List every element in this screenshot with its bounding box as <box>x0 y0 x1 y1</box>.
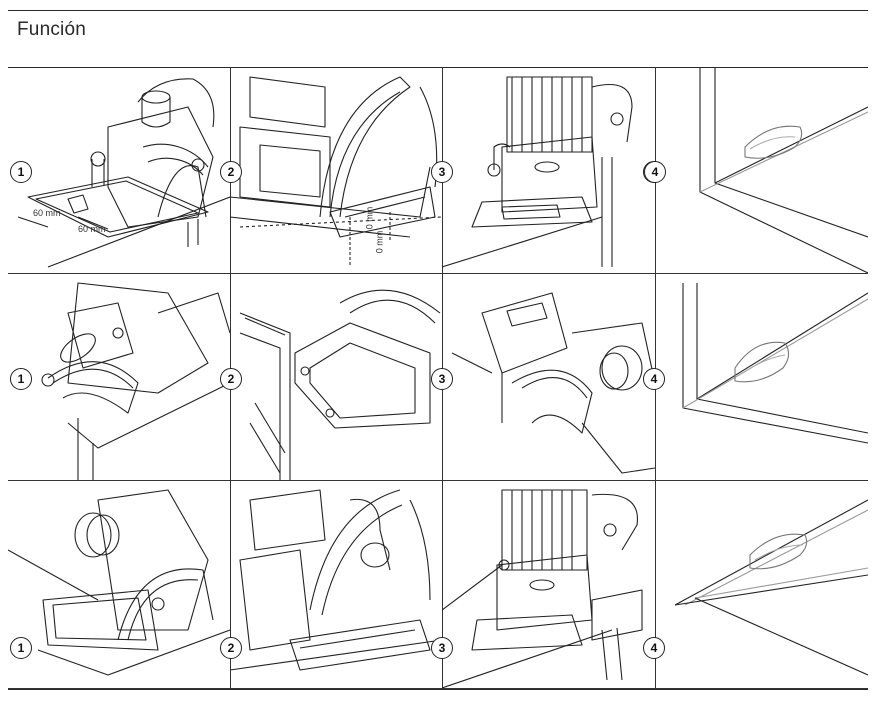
dimension-label: 60 mm <box>78 224 106 234</box>
grid-divider <box>8 688 868 689</box>
bottom-rule <box>8 689 868 690</box>
illustration-r3-c1: 1 2 <box>8 480 242 688</box>
grid-divider <box>8 480 868 481</box>
step-badge: 2 <box>220 161 242 183</box>
top-rule <box>8 10 868 11</box>
step-badge: 4 <box>643 368 665 390</box>
step-badge: 4 <box>644 161 666 183</box>
illustration-r3-c4 <box>655 480 868 688</box>
step-badge: 2 <box>220 637 242 659</box>
step-badge: 3 <box>431 637 453 659</box>
step-badge: 3 <box>431 161 453 183</box>
dimension-label: 0 mm <box>364 206 375 230</box>
illustration-r2-c2: 3 <box>230 273 453 480</box>
illustration-r3-c3: 4 <box>442 480 665 688</box>
page-title: Función <box>17 19 86 40</box>
header-rule <box>8 67 868 68</box>
illustration-r1-c4: 4 <box>644 67 868 273</box>
step-badge: 1 <box>10 368 32 390</box>
illustration-r1-c3: 4 <box>442 67 665 273</box>
step-badge: 1 <box>10 637 32 659</box>
step-badge: 3 <box>431 368 453 390</box>
illustration-r1-c1: 60 mm 60 mm 1 2 <box>8 67 242 273</box>
step-badge: 1 <box>10 161 32 183</box>
step-badge: 2 <box>220 368 242 390</box>
illustration-r3-c2: 3 <box>230 480 453 688</box>
illustration-r2-c1: 1 2 <box>8 273 242 480</box>
dimension-label: 0 mm <box>374 230 385 254</box>
illustration-r2-c4 <box>655 273 868 480</box>
illustration-r2-c3: 4 <box>442 273 665 480</box>
dimension-label: 60 mm <box>33 208 61 218</box>
grid-divider <box>8 273 868 274</box>
illustration-r1-c2: 0 mm 0 mm 3 <box>230 67 453 273</box>
step-badge: 4 <box>643 637 665 659</box>
illustration-grid: 60 mm 60 mm 1 2 0 mm 0 mm 3 <box>8 67 868 689</box>
